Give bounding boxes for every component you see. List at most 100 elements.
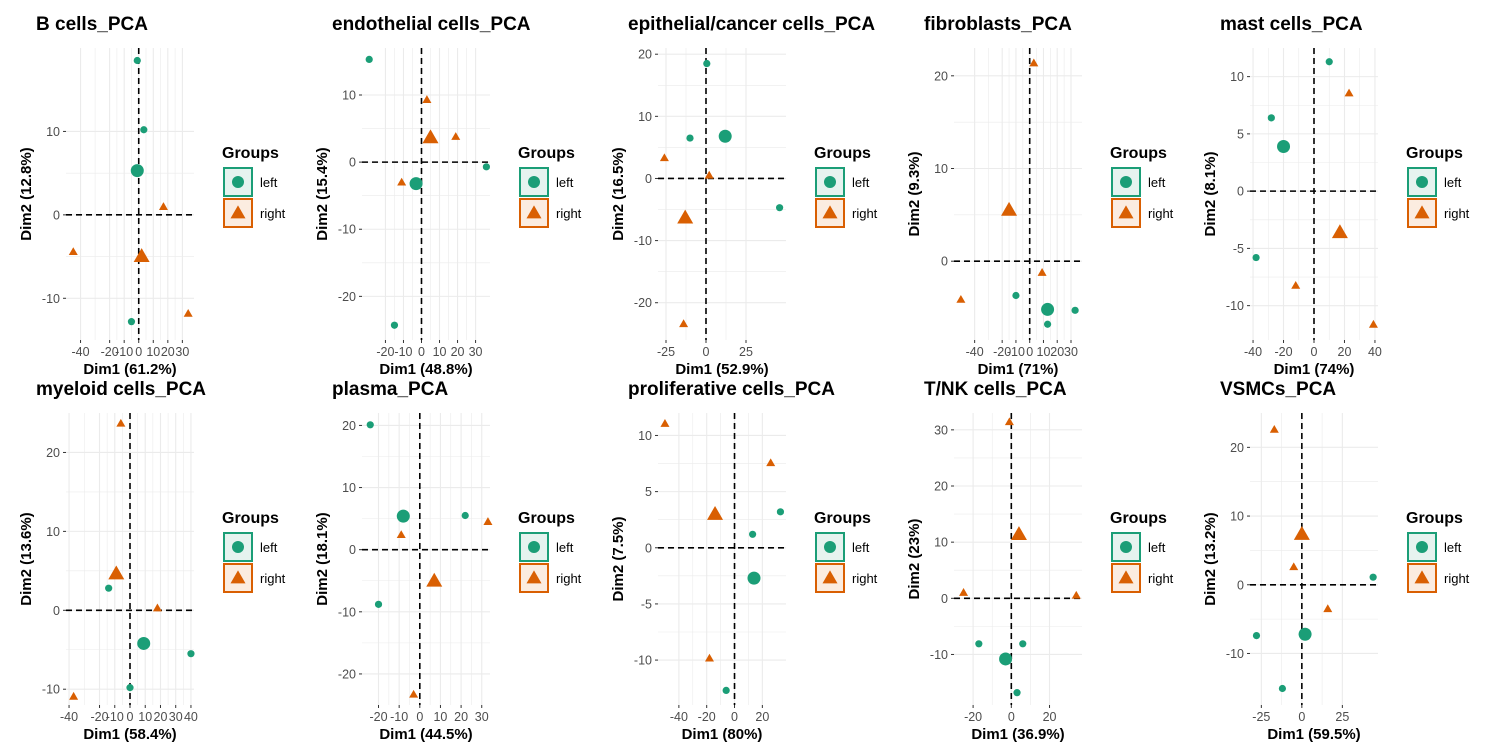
x-axis-label: Dim1 (71%) <box>978 361 1059 378</box>
point-left <box>133 56 141 65</box>
x-axis-label: Dim1 (36.9%) <box>971 726 1064 743</box>
point-left <box>187 650 195 658</box>
legend-label: right <box>1444 571 1470 586</box>
x-axis-label: Dim1 (59.5%) <box>1267 726 1360 743</box>
centroid-right <box>133 248 150 263</box>
legend-title: Groups <box>222 145 279 162</box>
y-axis-label: Dim2 (8.1%) <box>1202 151 1219 236</box>
centroid-left <box>1041 302 1055 316</box>
centroid-left <box>1277 139 1291 153</box>
x-tick-label: 25 <box>739 345 753 359</box>
y-axis-label: Dim2 (23%) <box>906 519 923 600</box>
x-axis-label: Dim1 (74%) <box>1274 361 1355 378</box>
y-tick-label: 0 <box>645 172 652 186</box>
x-axis-label: Dim1 (58.4%) <box>83 726 176 743</box>
centroid-right <box>1331 224 1348 239</box>
y-tick-label: 20 <box>1230 441 1244 455</box>
y-tick-label: 10 <box>638 429 652 443</box>
y-axis-label: Dim2 (16.5%) <box>610 147 627 240</box>
x-tick-label: -10 <box>394 345 412 359</box>
x-tick-label: -20 <box>698 710 716 724</box>
point-right <box>183 308 193 317</box>
legend-key-triangle <box>1414 570 1430 584</box>
panel-title: B cells_PCA <box>36 14 148 35</box>
x-tick-label: 40 <box>184 710 198 724</box>
x-tick-label: 0 <box>731 710 738 724</box>
legend-title: Groups <box>518 510 575 527</box>
y-tick-label: 10 <box>46 525 60 539</box>
x-tick-label: -20 <box>90 710 108 724</box>
panel-title: epithelial/cancer cells_PCA <box>628 14 875 35</box>
y-tick-label: -10 <box>42 292 60 306</box>
x-axis-label: Dim1 (52.9%) <box>675 361 768 378</box>
point-right <box>451 132 461 140</box>
point-left <box>127 318 136 326</box>
centroid-right <box>108 565 125 580</box>
point-left <box>1071 306 1079 314</box>
legend-key-triangle <box>230 570 246 584</box>
legend-label: left <box>556 540 574 555</box>
point-right <box>1037 268 1047 276</box>
legend-label: right <box>260 571 286 586</box>
point-left <box>776 204 784 212</box>
y-tick-label: 20 <box>934 69 948 83</box>
point-left <box>365 55 373 64</box>
point-left <box>374 600 383 608</box>
point-right <box>116 418 126 427</box>
point-right <box>422 95 432 103</box>
centroid-left <box>747 571 761 585</box>
point-left <box>1267 114 1275 122</box>
panel-title: fibroblasts_PCA <box>924 14 1072 35</box>
y-tick-label: -10 <box>634 234 652 248</box>
point-left <box>140 126 148 134</box>
point-right <box>1004 417 1014 426</box>
legend-key-box <box>1407 167 1437 197</box>
point-right <box>1269 424 1279 433</box>
point-left <box>749 530 757 538</box>
centroid-left <box>1298 627 1312 641</box>
legend-key-circle <box>1416 541 1428 553</box>
point-left <box>1043 320 1052 328</box>
point-right <box>396 530 406 538</box>
x-tick-label: -10 <box>106 710 124 724</box>
point-right <box>68 247 78 255</box>
point-right <box>1029 58 1039 67</box>
point-right <box>704 170 714 179</box>
y-tick-label: 30 <box>934 423 948 437</box>
y-tick-label: 10 <box>934 536 948 550</box>
y-tick-label: -10 <box>338 223 356 237</box>
panel-title: T/NK cells_PCA <box>924 379 1067 400</box>
legend-label: right <box>852 206 878 221</box>
x-tick-label: 20 <box>161 345 175 359</box>
y-tick-label: 0 <box>349 156 356 170</box>
panel-title: endothelial cells_PCA <box>332 14 531 35</box>
x-tick-label: 20 <box>154 710 168 724</box>
legend-label: right <box>1444 206 1470 221</box>
legend-key-triangle <box>1414 205 1430 219</box>
y-tick-label: 10 <box>342 481 356 495</box>
x-tick-label: 20 <box>451 345 465 359</box>
legend-key-triangle <box>526 570 542 584</box>
centroid-left <box>137 636 151 650</box>
point-left <box>126 684 134 692</box>
panel-title: VSMCs_PCA <box>1220 379 1336 400</box>
y-tick-label: -10 <box>1226 647 1244 661</box>
legend-key-circle <box>528 541 540 553</box>
x-tick-label: 0 <box>127 710 134 724</box>
y-axis-label: Dim2 (9.3%) <box>906 151 923 236</box>
centroid-left <box>999 652 1013 666</box>
point-right <box>69 691 79 700</box>
point-left <box>776 508 785 516</box>
centroid-left <box>409 177 423 191</box>
legend-title: Groups <box>814 510 871 527</box>
y-tick-label: -10 <box>930 648 948 662</box>
point-right <box>679 319 689 328</box>
y-tick-label: -10 <box>1226 299 1244 313</box>
point-left <box>1369 573 1377 581</box>
x-tick-label: -20 <box>376 345 394 359</box>
